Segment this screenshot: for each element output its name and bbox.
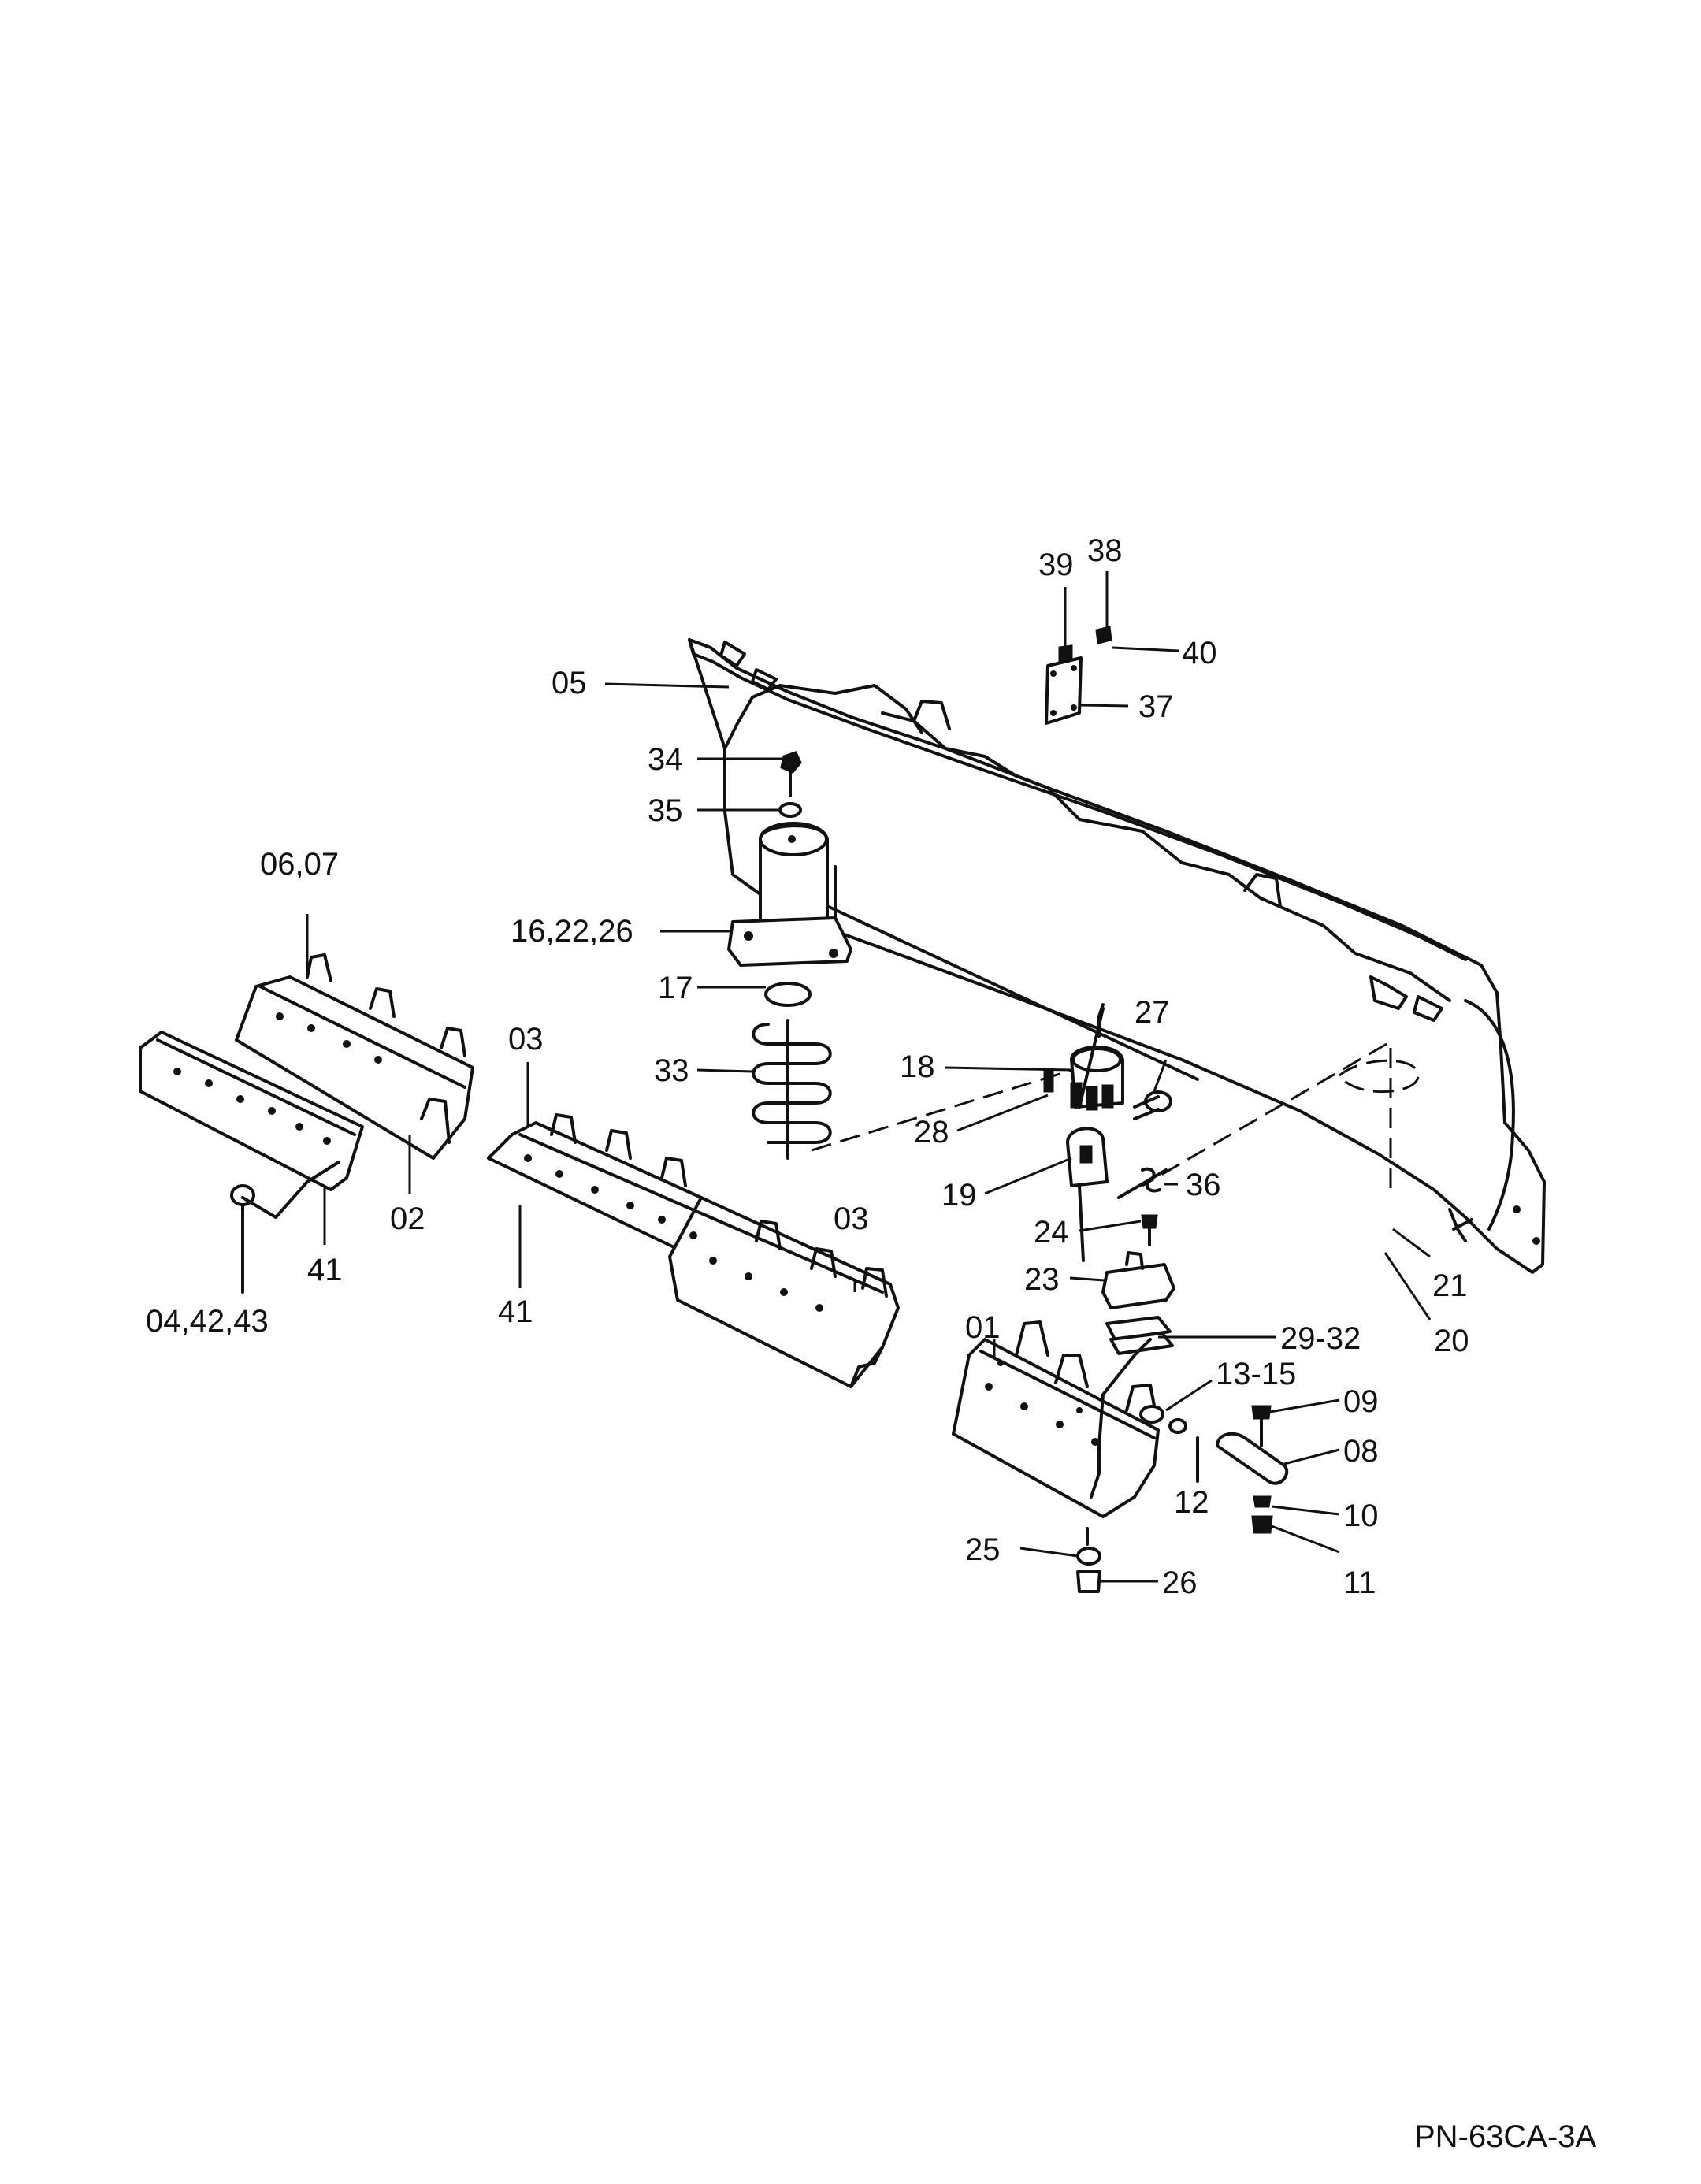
callout-41-left: 41	[307, 1253, 343, 1287]
plow-blade	[688, 638, 1546, 1274]
callout-35: 35	[648, 793, 683, 828]
callout-18: 18	[900, 1049, 935, 1084]
callout-16-22-26: 16,22,26	[511, 914, 633, 949]
callout-21: 21	[1432, 1268, 1468, 1303]
left-wing-section	[139, 953, 474, 1294]
callout-29-32: 29-32	[1280, 1321, 1361, 1356]
callout-36: 36	[1186, 1168, 1221, 1202]
callout-06-07: 06,07	[260, 847, 339, 882]
callout-09: 09	[1343, 1384, 1379, 1419]
center-section	[487, 1113, 900, 1388]
callout-33: 33	[654, 1053, 689, 1088]
callout-05: 05	[552, 666, 587, 700]
callout-40: 40	[1182, 636, 1217, 670]
spring-cylinder-assembly	[727, 751, 1199, 1160]
callout-26: 26	[1162, 1566, 1198, 1600]
leader-lines	[306, 571, 1432, 1583]
callout-04-42-43: 04,42,43	[146, 1304, 269, 1339]
document-code: PN-63CA-3A	[1414, 2119, 1597, 2154]
callout-37: 37	[1138, 689, 1174, 724]
callout-10: 10	[1343, 1499, 1379, 1533]
callout-11: 11	[1343, 1566, 1376, 1600]
callout-17: 17	[658, 971, 693, 1005]
callout-34: 34	[648, 742, 683, 777]
callout-23: 23	[1024, 1262, 1060, 1297]
callout-01: 01	[965, 1310, 1001, 1345]
callout-19: 19	[941, 1178, 977, 1213]
callout-38: 38	[1087, 533, 1123, 568]
callout-28: 28	[914, 1115, 949, 1150]
callout-41-center: 41	[498, 1294, 533, 1329]
callout-24: 24	[1034, 1215, 1069, 1250]
callout-13-15: 13-15	[1216, 1357, 1296, 1391]
callout-03-right: 03	[834, 1202, 869, 1236]
callout-25: 25	[965, 1532, 1001, 1567]
callout-39: 39	[1038, 548, 1074, 582]
callout-03-center: 03	[508, 1022, 544, 1057]
callout-08: 08	[1343, 1434, 1379, 1469]
callout-02: 02	[390, 1202, 425, 1236]
cover-plate-assembly	[1045, 626, 1112, 725]
callout-20: 20	[1434, 1324, 1469, 1358]
callout-27: 27	[1135, 995, 1170, 1030]
center-hitch-parts	[1043, 1003, 1387, 1355]
right-section	[952, 1320, 1289, 1593]
callout-12: 12	[1174, 1485, 1209, 1520]
callout-labels: 39 38 40 37 05 34 35 06,07 16,22,26 17 0…	[146, 533, 1469, 1600]
